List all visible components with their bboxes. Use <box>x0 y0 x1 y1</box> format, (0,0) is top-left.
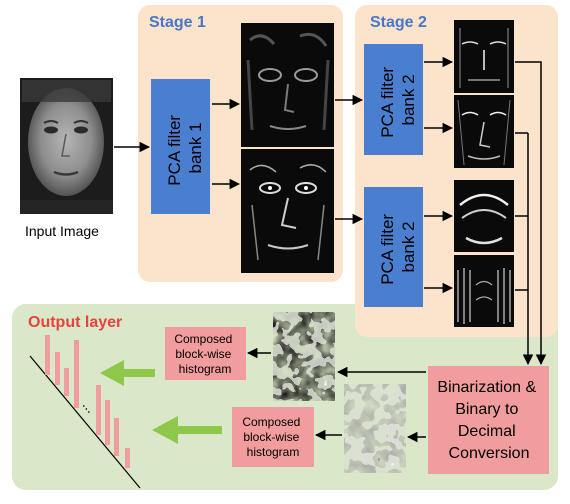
pca-filter-bank-2-top-line1: PCA filter <box>378 67 397 138</box>
histogram-top-label: Composed block-wise histogram <box>174 332 235 376</box>
pca-filter-bank-2-top <box>364 44 423 155</box>
histogram-bottom-label: Composed block-wise histogram <box>242 415 303 459</box>
output-layer-title: Output layer <box>28 314 122 331</box>
pca-filter-bank-2-bottom <box>364 187 423 307</box>
histogram-bottom-line1: Composed <box>242 415 300 429</box>
histogram-top-line2: block-wise <box>175 347 231 361</box>
input-image-label: Input Image <box>25 223 99 239</box>
arrow-img4-to-binarization <box>515 133 528 364</box>
pca-filter-bank-1-label: PCA filter bank 1 <box>165 110 205 186</box>
histogram-top-line1: Composed <box>174 332 232 346</box>
stage2-output-image-4 <box>454 255 514 327</box>
histogram-top-line3: histogram <box>179 362 232 376</box>
hist-bar <box>74 340 79 408</box>
flow-arrows <box>114 56 547 443</box>
input-face-image <box>20 78 113 214</box>
decimal-pattern-image-2 <box>344 384 406 473</box>
pca-filter-bank-2-top-line2: bank 2 <box>399 74 418 125</box>
pca-filter-bank-2-bottom-line1: PCA filter <box>378 214 397 285</box>
hist-bar <box>64 368 69 396</box>
stage2-output-image-3 <box>454 180 514 252</box>
pca-filter-bank-2-bottom-line2: bank 2 <box>399 221 418 272</box>
histogram-bottom-line2: block-wise <box>243 430 299 444</box>
histogram-bottom-line3: histogram <box>247 445 300 459</box>
pca-filter-bank-2-top-label: PCA filter bank 2 <box>378 62 418 138</box>
binarization-line4: Conversion <box>449 445 530 462</box>
hist-bar <box>45 335 50 375</box>
binarization-label: Binarization & Binary to Decimal Convers… <box>437 379 540 462</box>
binarization-line1: Binarization & <box>437 379 536 396</box>
histogram-box-bottom <box>232 407 314 467</box>
green-arrow-bottom <box>152 416 222 444</box>
pca-filter-bank-1 <box>151 79 210 214</box>
hist-bar <box>105 400 110 445</box>
stage2-title: Stage 2 <box>370 14 427 31</box>
stage2-output-image-2 <box>454 95 514 168</box>
histogram-baseline <box>29 355 141 489</box>
binarization-line3: Decimal <box>458 423 516 440</box>
hist-bar <box>114 418 119 456</box>
hist-bar <box>55 352 60 385</box>
arrow-img1-to-binarization <box>515 61 547 366</box>
stage1-output-image-1 <box>241 23 334 147</box>
hist-bar <box>125 448 130 468</box>
green-arrow-top <box>100 360 155 386</box>
hist-bar <box>96 385 101 435</box>
binarization-box <box>428 366 549 474</box>
pca-filter-bank-2-bottom-label: PCA filter bank 2 <box>378 209 418 285</box>
pca-filter-bank-1-line2: bank 1 <box>186 122 205 173</box>
histogram-box-top <box>165 327 246 380</box>
stage1-title: Stage 1 <box>149 14 206 31</box>
binarization-line2: Binary to <box>455 401 518 418</box>
stage2-output-image-1 <box>454 20 514 93</box>
decimal-pattern-image-1 <box>273 312 335 401</box>
stage1-output-image-2 <box>241 149 334 273</box>
pca-filter-bank-1-line1: PCA filter <box>165 115 184 186</box>
